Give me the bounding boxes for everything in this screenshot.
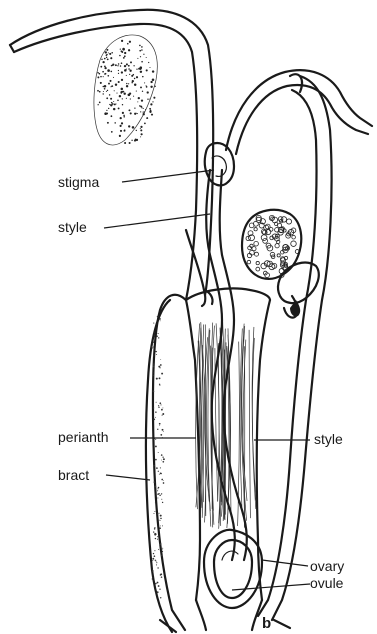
bract-stipple [94, 35, 157, 145]
stigma-leader [122, 170, 214, 182]
ovary-leader [262, 560, 308, 566]
label-ovary: ovary [310, 558, 344, 574]
bract-leader [106, 475, 150, 480]
label-perianth: perianth [58, 429, 109, 445]
label-ovule: ovule [310, 575, 344, 591]
label-style-top: style [58, 219, 87, 235]
label-style-right: style [314, 431, 343, 447]
panel-label: b [262, 615, 271, 632]
ovule [222, 551, 238, 560]
ovary [204, 530, 262, 608]
label-bract: bract [58, 467, 89, 483]
bract-right [226, 70, 372, 620]
anther [242, 210, 301, 279]
stigma-structure [205, 143, 234, 185]
label-stigma: stigma [58, 174, 99, 190]
